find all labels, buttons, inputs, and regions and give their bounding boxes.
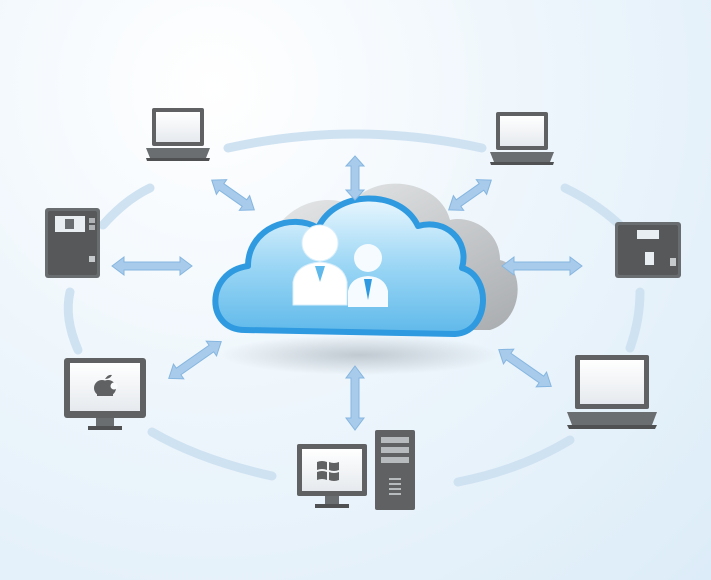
laptop-icon xyxy=(567,355,657,429)
laptop-icon xyxy=(146,108,210,161)
cloud-front-shape xyxy=(212,195,486,337)
cloud-icon xyxy=(212,183,518,337)
windows-desktop-icon xyxy=(297,430,415,510)
network-ring xyxy=(63,129,645,487)
tower-case-icon xyxy=(375,430,415,510)
cloud-shadow xyxy=(220,335,500,375)
arrow-top xyxy=(344,155,366,201)
laptop-icon xyxy=(490,112,554,165)
arrow-bottom xyxy=(345,365,365,431)
users-icon xyxy=(292,224,388,307)
apple-logo-icon xyxy=(94,374,118,396)
apple-monitor-icon xyxy=(64,358,146,430)
arrow-top-left xyxy=(211,179,255,211)
arrow-bottom-left xyxy=(168,340,222,380)
storage-drive-icon xyxy=(615,222,681,278)
arrow-bottom-right xyxy=(498,348,552,388)
arrow-right xyxy=(501,256,583,276)
arrow-top-right xyxy=(448,179,492,211)
windows-logo-icon xyxy=(317,461,339,481)
connection-arrows xyxy=(111,155,583,431)
arrow-left xyxy=(111,256,193,276)
storage-drive-icon xyxy=(45,208,100,278)
